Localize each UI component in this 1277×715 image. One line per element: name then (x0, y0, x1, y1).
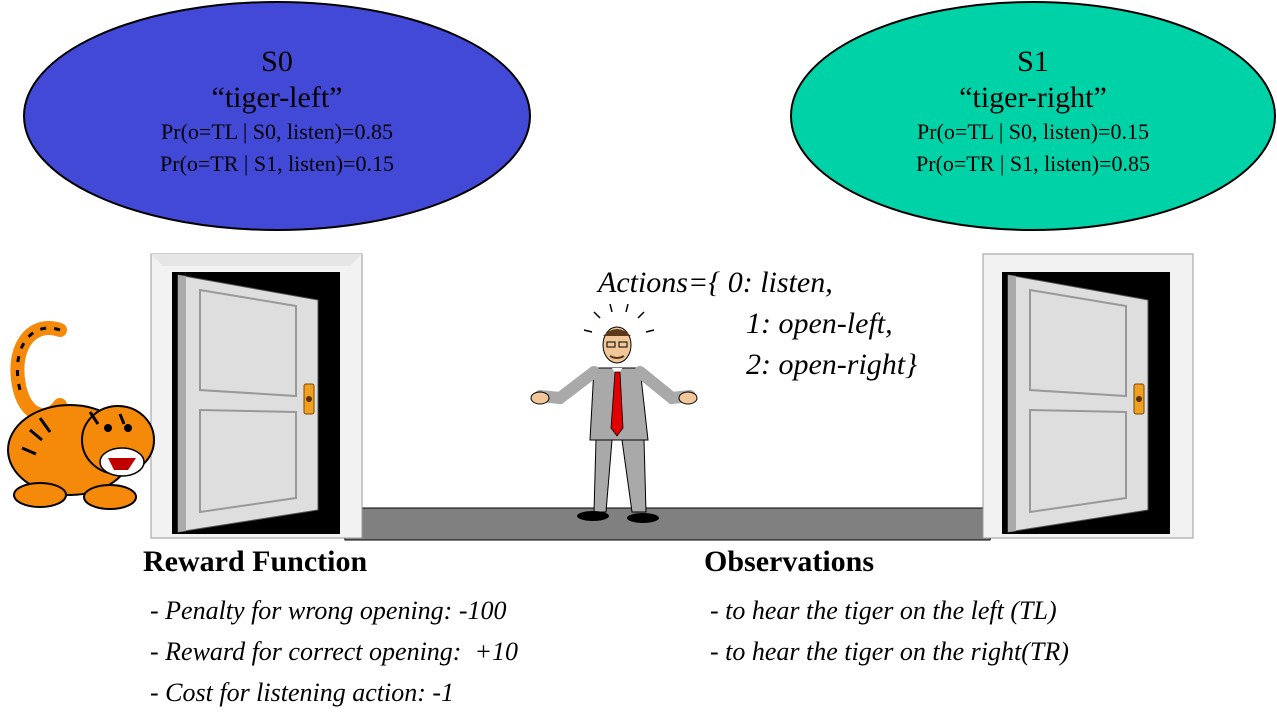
state-s1-name: S1 (1017, 45, 1049, 78)
state-s0-prob-tl: Pr(o=TL | S0, listen)=0.85 (161, 119, 393, 144)
state-s1-prob-tr: Pr(o=TR | S1, listen)=0.85 (916, 151, 1150, 176)
state-s1: S1 “tiger-right” Pr(o=TL | S0, listen)=0… (816, 44, 1250, 180)
actions-list: Actions={ 0: listen, 1: open-left, 2: op… (598, 262, 917, 385)
action-listen: Actions={ 0: listen, (598, 266, 833, 299)
observations-title: Observations (704, 545, 875, 578)
state-s1-prob-tl: Pr(o=TL | S0, listen)=0.15 (917, 119, 1149, 144)
state-s0-prob-tr: Pr(o=TR | S1, listen)=0.15 (160, 151, 394, 176)
left-door-icon (150, 253, 363, 539)
observation-item-tl: - to hear the tiger on the left (TL) (710, 596, 1057, 625)
observation-item-tr: - to hear the tiger on the right(TR) (710, 637, 1069, 666)
reward-function-list: - Penalty for wrong opening: -100 - Rewa… (150, 590, 518, 713)
reward-item-penalty: - Penalty for wrong opening: -100 (150, 596, 507, 625)
reward-function-title: Reward Function (143, 545, 368, 578)
state-s1-label: “tiger-right” (959, 81, 1107, 114)
state-s0-ellipse (23, 1, 531, 231)
action-open-left: 1: open-left, (746, 307, 893, 340)
man-icon (530, 303, 698, 523)
observations-list: - to hear the tiger on the left (TL) - t… (710, 590, 1069, 672)
state-s1-ellipse (790, 1, 1276, 231)
state-s0: S0 “tiger-left” Pr(o=TL | S0, listen)=0.… (60, 44, 494, 180)
state-s0-name: S0 (261, 45, 293, 78)
state-s0-label: “tiger-left” (211, 81, 343, 114)
action-open-right: 2: open-right} (746, 348, 918, 381)
reward-item-cost: - Cost for listening action: -1 (150, 678, 455, 707)
right-door-icon (982, 253, 1194, 539)
reward-item-reward: - Reward for correct opening: +10 (150, 637, 518, 666)
tiger-icon (7, 321, 155, 510)
floor (339, 507, 1001, 541)
